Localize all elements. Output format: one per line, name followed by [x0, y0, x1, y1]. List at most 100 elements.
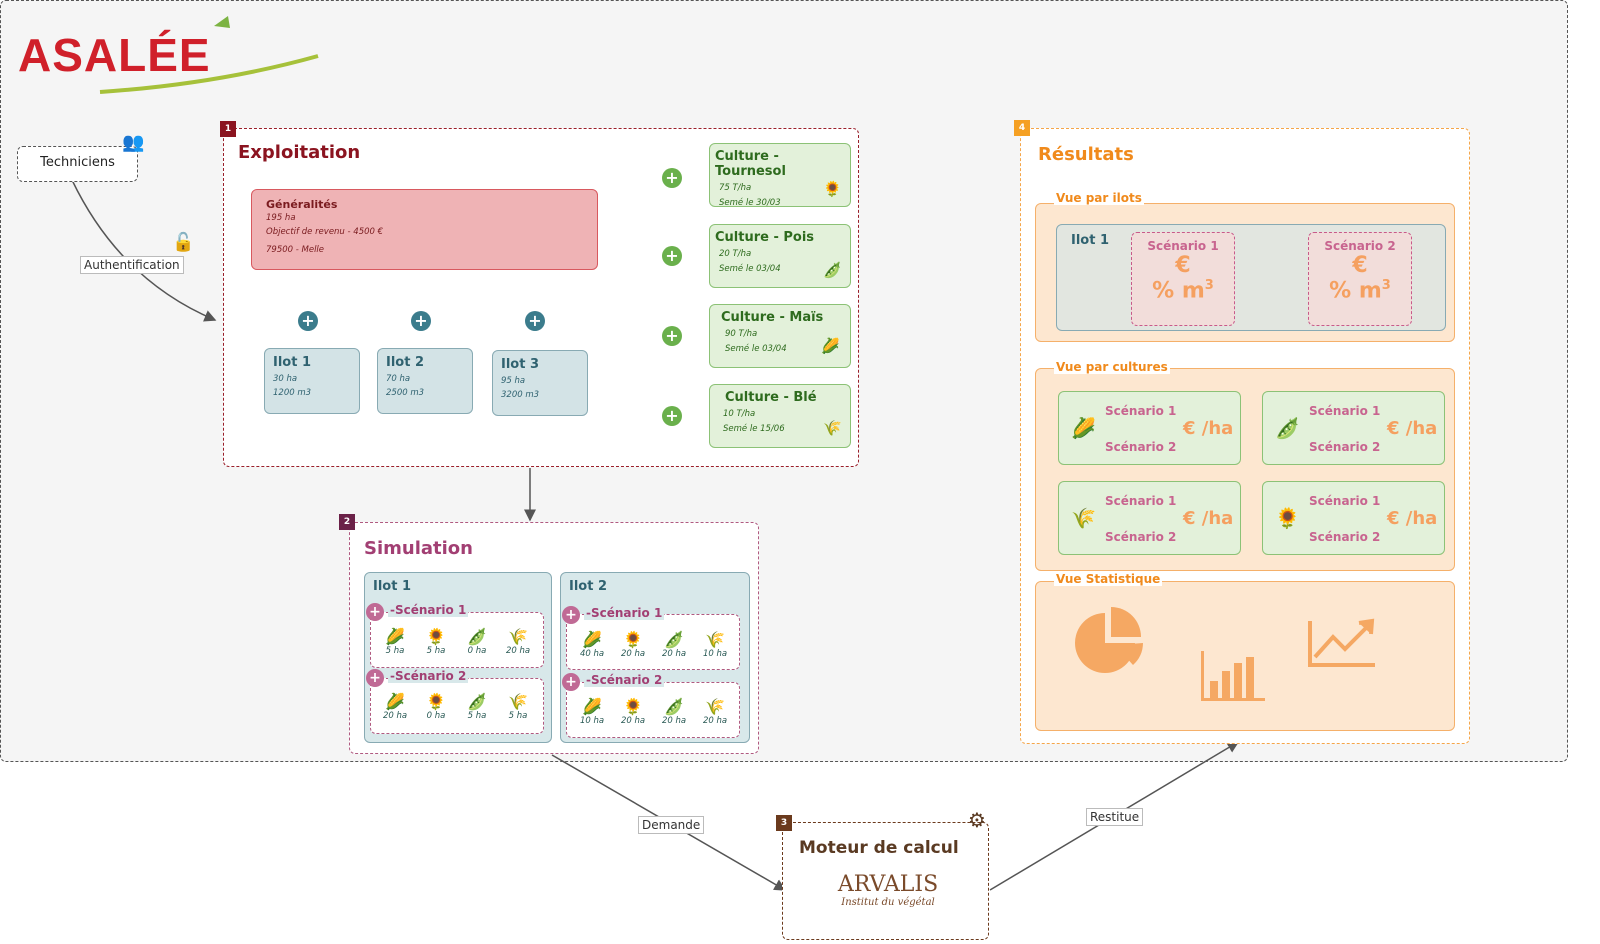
culture-result-card[interactable]: 🌽 Scénario 1 Scénario 2 € /ha	[1058, 391, 1241, 465]
wheat-icon: 🌾	[705, 697, 725, 716]
crop-item: 🌾20 ha	[500, 627, 536, 657]
percent-volume: % m3	[1152, 278, 1214, 304]
ilot-name: Ilot 2	[386, 355, 425, 370]
add-culture-2-button[interactable]: +	[662, 246, 682, 266]
scenario-box[interactable]	[370, 678, 544, 734]
crop-area: 20 ha	[661, 716, 687, 726]
add-scenario-button[interactable]: +	[366, 603, 384, 621]
culture-result-card[interactable]: 🌾 Scénario 1 Scénario 2 € /ha	[1058, 481, 1241, 555]
crop-item: 🌾10 ha	[697, 630, 733, 660]
ilot-volume: 1200 m3	[273, 388, 312, 398]
exploitation-number: 1	[220, 121, 236, 137]
crop-area: 20 ha	[620, 716, 646, 726]
crop-area: 10 ha	[702, 649, 728, 659]
scenario-2-label: Scénario 2	[1105, 530, 1177, 544]
pea-icon: 🫛	[467, 627, 487, 646]
add-scenario-button[interactable]: +	[562, 606, 580, 624]
culture-yield: 90 T/ha	[725, 329, 758, 339]
culture-card-pois[interactable]: Culture - Pois 20 T/ha Semé le 03/04 🫛	[709, 224, 851, 288]
ilot-name: Ilot 1	[273, 355, 312, 370]
pea-icon: 🫛	[664, 697, 684, 716]
pea-icon: 🫛	[823, 261, 842, 279]
ilot-name: Ilot 3	[501, 357, 540, 372]
corn-icon: 🌽	[1071, 416, 1096, 440]
wheat-icon: 🌾	[508, 627, 528, 646]
crop-area: 10 ha	[579, 716, 605, 726]
corn-icon: 🌽	[582, 697, 602, 716]
sunflower-icon: 🌻	[426, 627, 446, 646]
euro-per-ha: € /ha	[1387, 418, 1438, 439]
crop-item: 🌻20 ha	[615, 631, 651, 660]
scenario-name: Scénario 2	[1324, 239, 1396, 253]
add-culture-1-button[interactable]: +	[662, 168, 682, 188]
culture-date: Semé le 15/06	[723, 424, 785, 434]
crop-area: 5 ha	[508, 711, 528, 721]
culture-yield: 10 T/ha	[723, 409, 756, 419]
culture-name: Culture - Maïs	[721, 310, 824, 325]
moteur-section	[782, 822, 989, 940]
scenario-crop-row: 🌽10 ha 🌻20 ha 🫛20 ha 🌾20 ha	[574, 697, 733, 727]
ilot-area: 70 ha	[386, 374, 411, 384]
asalee-wordmark: ASALÉE	[18, 29, 211, 81]
generalites-card[interactable]: Généralités 195 ha Objectif de revenu - …	[251, 189, 598, 270]
generalites-title: Généralités	[266, 198, 338, 211]
result-scenario-box[interactable]: Scénario 2 € % m3	[1308, 232, 1412, 326]
culture-card-tournesol[interactable]: Culture - Tournesol 75 T/ha Semé le 30/0…	[709, 143, 851, 208]
demande-label: Demande	[638, 816, 705, 834]
scenario-name: -Scénario 2	[388, 669, 469, 683]
ilot-area: 30 ha	[273, 374, 298, 384]
ilot-volume: 3200 m3	[501, 390, 540, 400]
ilot-card-1[interactable]: Ilot 1 30 ha 1200 m3	[264, 348, 360, 414]
ilot-area: 95 ha	[501, 376, 526, 386]
crop-area: 5 ha	[467, 711, 487, 721]
trend-chart-icon	[1308, 618, 1375, 667]
corn-icon: 🌽	[385, 692, 405, 711]
simulation-title: Simulation	[364, 538, 473, 559]
culture-result-card[interactable]: 🫛 Scénario 1 Scénario 2 € /ha	[1262, 391, 1445, 465]
moteur-title: Moteur de calcul	[799, 838, 959, 858]
vue-stat-label: Vue Statistique	[1054, 572, 1163, 586]
crop-item: 🌽10 ha	[574, 697, 610, 727]
culture-card-mais[interactable]: Culture - Maïs 90 T/ha Semé le 03/04 🌽	[709, 304, 851, 368]
corn-icon: 🌽	[385, 627, 405, 646]
culture-card-ble[interactable]: Culture - Blé 10 T/ha Semé le 15/06 🌾	[709, 384, 851, 448]
techniciens-box[interactable]: Techniciens	[17, 146, 138, 182]
scenario-box[interactable]	[370, 612, 544, 668]
crop-item: 🌾5 ha	[500, 693, 536, 722]
add-ilot-1-button[interactable]: +	[298, 311, 318, 331]
ilot-card-3[interactable]: Ilot 3 95 ha 3200 m3	[492, 350, 588, 416]
add-culture-4-button[interactable]: +	[662, 406, 682, 426]
crop-area: 20 ha	[661, 649, 687, 659]
pea-icon: 🫛	[664, 630, 684, 649]
ilot-card-2[interactable]: Ilot 2 70 ha 2500 m3	[377, 348, 473, 414]
ilot-name: Ilot 1	[1071, 233, 1110, 248]
sunflower-icon: 🌻	[426, 692, 446, 711]
scenario-name: -Scénario 1	[584, 606, 665, 620]
add-culture-3-button[interactable]: +	[662, 326, 682, 346]
euro-per-ha: € /ha	[1183, 508, 1234, 529]
resultats-number: 4	[1014, 120, 1030, 136]
add-scenario-button[interactable]: +	[562, 673, 580, 691]
culture-date: Semé le 03/04	[725, 344, 787, 354]
add-ilot-3-button[interactable]: +	[525, 311, 545, 331]
asalee-swoosh	[99, 16, 319, 94]
crop-item: 🌾20 ha	[697, 697, 733, 727]
culture-result-card[interactable]: 🌻 Scénario 1 Scénario 2 € /ha	[1262, 481, 1445, 555]
stat-icons	[1075, 607, 1375, 701]
scenario-name: -Scénario 1	[388, 603, 469, 617]
crop-area: 0 ha	[467, 646, 487, 656]
vue-ilots-label: Vue par ilots	[1054, 191, 1144, 205]
unlock-icon: 🔓	[172, 232, 195, 253]
result-scenario-box[interactable]: Scénario 1 € % m3	[1131, 232, 1235, 326]
sunflower-icon: 🌻	[623, 697, 643, 716]
add-scenario-button[interactable]: +	[366, 669, 384, 687]
euro-symbol: €	[1352, 253, 1368, 278]
wheat-icon: 🌾	[823, 419, 842, 437]
simulation-number: 2	[339, 514, 355, 530]
wheat-icon: 🌾	[705, 630, 725, 649]
culture-yield: 20 T/ha	[719, 249, 752, 259]
scenario-1-label: Scénario 1	[1309, 494, 1381, 508]
add-ilot-2-button[interactable]: +	[411, 311, 431, 331]
generalites-area: 195 ha	[266, 213, 296, 223]
scenario-2-label: Scénario 2	[1309, 440, 1381, 454]
